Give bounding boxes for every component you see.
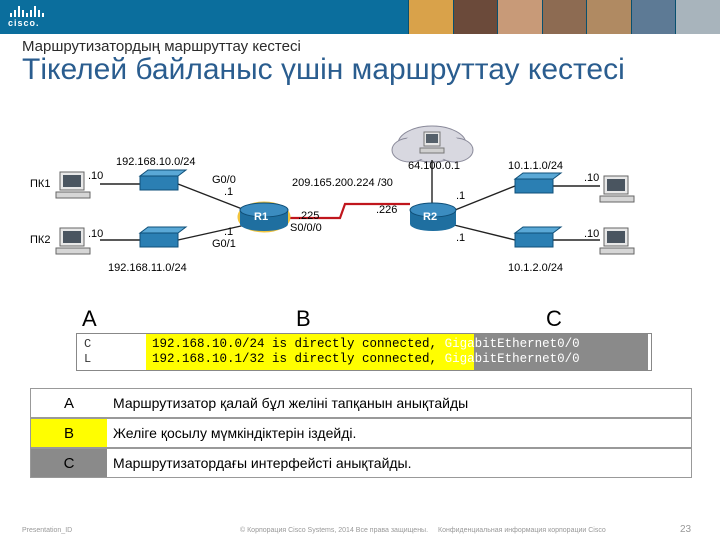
legend-key: B bbox=[31, 419, 107, 447]
net-10-1-1-label: 10.1.1.0/24 bbox=[508, 160, 564, 172]
r2-bottom-if-host-label: .1 bbox=[456, 232, 466, 244]
switch-icon bbox=[513, 172, 563, 194]
header-photo bbox=[630, 0, 676, 34]
legend-text: Маршрутизатор қалай бұл желіні тапқанын … bbox=[113, 395, 469, 411]
net-192-168-11-label: 192.168.11.0/24 bbox=[108, 262, 187, 274]
switch-icon bbox=[138, 169, 188, 191]
network-diagram: ПК1 ПК2 .10 .10 192.168.10.0/24 192.168.… bbox=[0, 120, 720, 280]
footer-presentation-id: Presentation_ID bbox=[22, 527, 73, 534]
slide-title: Тікелей байланыс үшін маршруттау кестесі bbox=[22, 53, 625, 86]
header-photo bbox=[452, 0, 498, 34]
pc3-icon bbox=[599, 175, 635, 203]
route-network: 192.168.10.0/24 is directly connected, bbox=[152, 337, 438, 351]
header-photo bbox=[675, 0, 720, 34]
footer-copyright: © Корпорация Cisco Systems, 2014 Все пра… bbox=[240, 527, 429, 534]
header-bar: cisco. bbox=[0, 0, 720, 34]
net-10-1-2-label: 10.1.2.0/24 bbox=[508, 262, 564, 274]
r1-g00-label: G0/0 bbox=[212, 174, 236, 186]
r1-g01-label: G0/1 bbox=[212, 238, 236, 250]
footer-confidential: Конфиденциальная информация корпорации C… bbox=[438, 527, 606, 534]
column-a-letter: A bbox=[82, 306, 97, 331]
route-interface: GigabitEthernet0/0 bbox=[444, 352, 580, 366]
topology-graphic bbox=[55, 125, 635, 255]
r2-serial-host-label: .226 bbox=[376, 204, 398, 216]
r1-label: R1 bbox=[254, 211, 269, 223]
network-highlight bbox=[146, 334, 474, 370]
legend-text: Желіге қосылу мүмкіндіктерін іздейді. bbox=[113, 425, 357, 441]
column-b-letter: B bbox=[296, 306, 311, 331]
r2-top-host-label: .10 bbox=[584, 172, 600, 184]
legend-key: C bbox=[31, 449, 107, 477]
route-code: C bbox=[84, 337, 92, 351]
column-c-letter: C bbox=[546, 306, 562, 331]
pc2-label: ПК2 bbox=[30, 234, 51, 246]
r2-label: R2 bbox=[423, 211, 438, 223]
header-photo bbox=[541, 0, 587, 34]
page-number: 23 bbox=[680, 524, 692, 535]
net-192-168-10-label: 192.168.10.0/24 bbox=[116, 156, 196, 168]
route-network: 192.168.10.1/32 is directly connected, bbox=[152, 352, 438, 366]
pc1-icon bbox=[55, 171, 91, 199]
routing-table-row: 192.168.10.0/24 is directly connected, G… bbox=[152, 337, 580, 352]
routing-table-row: 192.168.10.1/32 is directly connected, G… bbox=[152, 352, 580, 367]
router-r2-icon bbox=[409, 202, 457, 231]
switch-icon bbox=[513, 226, 563, 248]
internet-host-label: 64.100.0.1 bbox=[408, 160, 460, 172]
pc1-host-label: .10 bbox=[88, 170, 104, 182]
header-photo bbox=[586, 0, 631, 34]
r2-top-if-host-label: .1 bbox=[456, 190, 466, 202]
pc1-label: ПК1 bbox=[30, 178, 51, 190]
internet-cloud-icon bbox=[391, 125, 474, 163]
router-r1-icon bbox=[237, 201, 291, 233]
r2-bottom-host-label: .10 bbox=[584, 228, 600, 240]
route-interface: GigabitEthernet0/0 bbox=[444, 337, 580, 351]
header-photo-strip bbox=[408, 0, 720, 34]
logo-text: cisco. bbox=[8, 18, 40, 28]
pc2-icon bbox=[55, 227, 91, 255]
legend-row-b: B Желіге қосылу мүмкіндіктерін іздейді. bbox=[30, 418, 692, 448]
cisco-logo-icon bbox=[10, 6, 44, 17]
interface-highlight bbox=[474, 334, 648, 370]
r1-g00-host-label: .1 bbox=[224, 186, 234, 198]
slide-subtitle: Маршрутизатордың маршруттау кестесі bbox=[22, 38, 301, 55]
header-photo bbox=[408, 0, 453, 34]
r1-s000-host-label: .225 bbox=[298, 210, 320, 222]
pc2-host-label: .10 bbox=[88, 228, 104, 240]
wan-network-label: 209.165.200.224 /30 bbox=[292, 177, 393, 189]
pc4-icon bbox=[599, 227, 635, 255]
route-codes: C L bbox=[84, 337, 91, 367]
r1-s000-label: S0/0/0 bbox=[290, 222, 322, 234]
route-code: L bbox=[84, 352, 92, 366]
legend-text: Маршрутизатордағы интерфейсті анықтайды. bbox=[113, 455, 412, 471]
legend-row-c: C Маршрутизатордағы интерфейсті анықтайд… bbox=[30, 448, 692, 478]
legend-row-a: A Маршрутизатор қалай бұл желіні тапқаны… bbox=[30, 388, 692, 418]
legend-key: A bbox=[31, 389, 107, 417]
switch-icon bbox=[138, 226, 188, 248]
header-photo bbox=[497, 0, 542, 34]
r1-g01-host-label: .1 bbox=[224, 226, 234, 238]
